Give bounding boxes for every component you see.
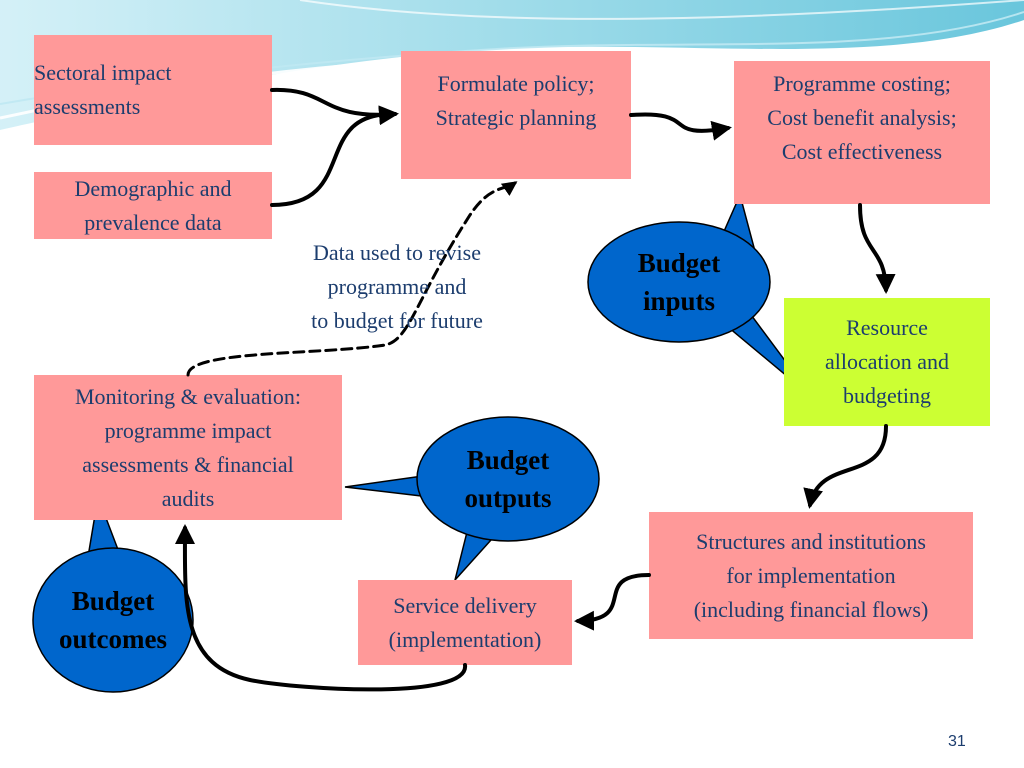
formulate-policy-box: Formulate policy; Strategic planning — [401, 51, 631, 179]
arrow-costing-to-resource — [858, 203, 896, 294]
programme-costing-box: Programme costing; Cost benefit analysis… — [734, 61, 990, 204]
arrow-sectoral-to-formulate — [270, 87, 399, 126]
formulate-policy-label: Formulate policy; Strategic planning — [435, 71, 597, 130]
structures-box: Structures and institutions for implemen… — [649, 512, 973, 639]
budget-outputs-balloon — [344, 416, 600, 581]
feedback-note: Data used to revise programme and to bud… — [311, 240, 483, 333]
structures-label: Structures and institutions for implemen… — [693, 528, 929, 622]
service-delivery-label: Service delivery (implementation) — [388, 592, 542, 652]
programme-costing-label: Programme costing; Cost benefit analysis… — [767, 70, 957, 164]
sectoral-impact-label: Sectoral impact assessments — [34, 60, 172, 119]
arrow-resource-to-structures — [803, 424, 888, 509]
monitoring-label: Monitoring & evaluation: programme impac… — [74, 383, 302, 511]
demographic-data-label: Demographic and prevalence data — [74, 175, 232, 235]
budget-outcomes-balloon — [32, 494, 194, 693]
budget-outputs-callout: Budget outputs — [464, 445, 552, 513]
demographic-data-box: Demographic and prevalence data — [34, 172, 272, 239]
resource-allocation-label: Resource allocation and budgeting — [824, 315, 949, 408]
monitoring-box: Monitoring & evaluation: programme impac… — [34, 375, 342, 520]
resource-allocation-box: Resource allocation and budgeting — [784, 298, 990, 426]
arrow-demographic-to-formulate — [270, 111, 397, 207]
arrow-service-to-monitoring — [174, 524, 467, 692]
feedback-dashed-arrow — [186, 181, 518, 377]
sectoral-impact-box: Sectoral impact assessments — [34, 35, 272, 145]
arrow-structures-to-service — [574, 573, 651, 631]
budget-inputs-callout: Budget inputs — [637, 248, 721, 316]
service-delivery-box: Service delivery (implementation) — [358, 580, 572, 665]
budget-outcomes-callout: Budget outcomes — [59, 586, 167, 654]
slide-number: 31 — [948, 733, 966, 750]
arrow-formulate-to-costing — [629, 112, 732, 141]
